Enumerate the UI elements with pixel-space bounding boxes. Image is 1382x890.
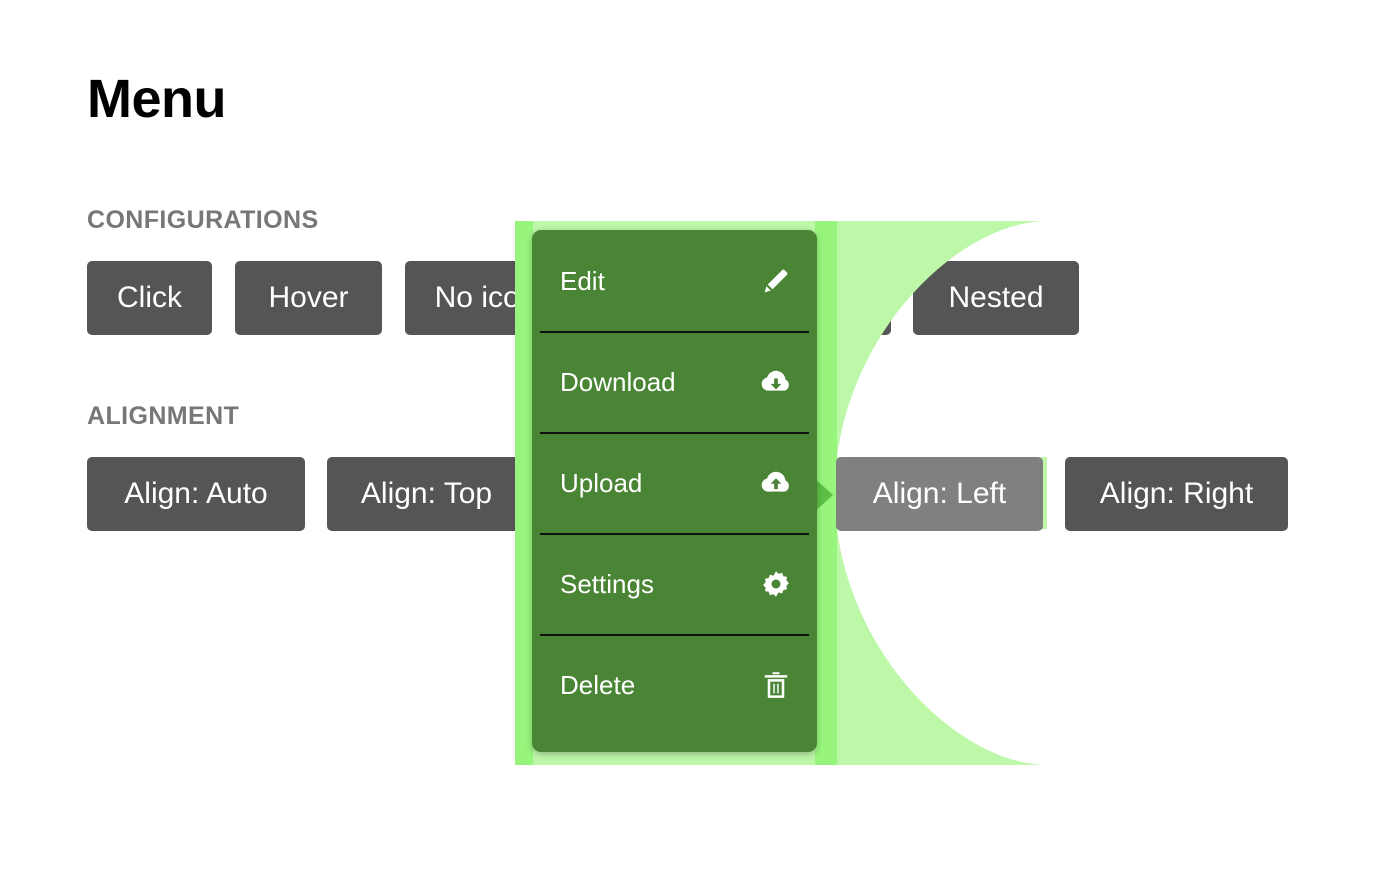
menu-item-edit[interactable]: Edit [532, 230, 817, 331]
dropdown-menu-panel: Edit Download Upload Settings [532, 230, 817, 752]
pencil-icon [759, 264, 793, 298]
align-button-left[interactable]: Align: Left [836, 457, 1043, 531]
menu-pointer-arrow-icon [813, 477, 833, 513]
menu-item-label: Edit [560, 265, 605, 296]
section-label-alignment: ALIGNMENT [87, 402, 240, 430]
menu-item-label: Settings [560, 568, 654, 599]
gear-icon [759, 567, 793, 601]
menu-item-label: Download [560, 366, 676, 397]
align-button-right[interactable]: Align: Right [1065, 457, 1288, 531]
menu-item-upload[interactable]: Upload [532, 432, 817, 533]
menu-item-settings[interactable]: Settings [532, 533, 817, 634]
cloud-download-icon [759, 365, 793, 399]
section-label-configurations: CONFIGURATIONS [87, 206, 319, 234]
trash-icon [759, 668, 793, 702]
config-button-hover[interactable]: Hover [235, 261, 382, 335]
menu-left-strip [515, 221, 533, 765]
menu-item-download[interactable]: Download [532, 331, 817, 432]
menu-item-label: Delete [560, 669, 636, 700]
align-button-top[interactable]: Align: Top [327, 457, 526, 531]
config-button-nested[interactable]: Nested [913, 261, 1079, 335]
align-button-auto[interactable]: Align: Auto [87, 457, 305, 531]
cloud-upload-icon [759, 466, 793, 500]
menu-item-label: Upload [560, 467, 643, 498]
config-button-click[interactable]: Click [87, 261, 212, 335]
menu-item-delete[interactable]: Delete [532, 634, 817, 735]
page-title: Menu [87, 69, 227, 129]
